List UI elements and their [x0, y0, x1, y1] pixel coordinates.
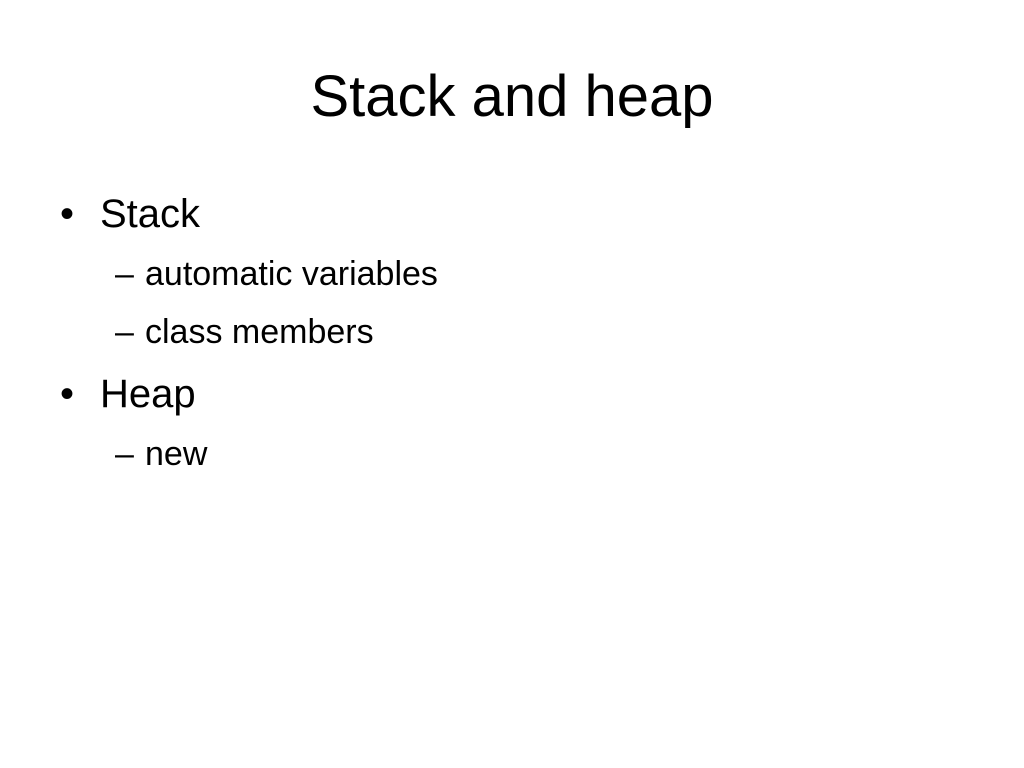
dash-marker: –	[115, 435, 134, 473]
sub-item-text: automatic variables	[145, 255, 438, 293]
bullet-marker: •	[60, 192, 75, 236]
bullet-text: Stack	[100, 192, 201, 236]
sub-item-text: new	[145, 435, 208, 473]
dash-marker: –	[115, 255, 134, 293]
sub-item-text: class members	[145, 313, 374, 351]
bullet-text: Heap	[100, 372, 196, 416]
bullet-marker: •	[60, 372, 75, 416]
slide-title: Stack and heap	[310, 64, 714, 129]
dash-marker: –	[115, 313, 134, 351]
